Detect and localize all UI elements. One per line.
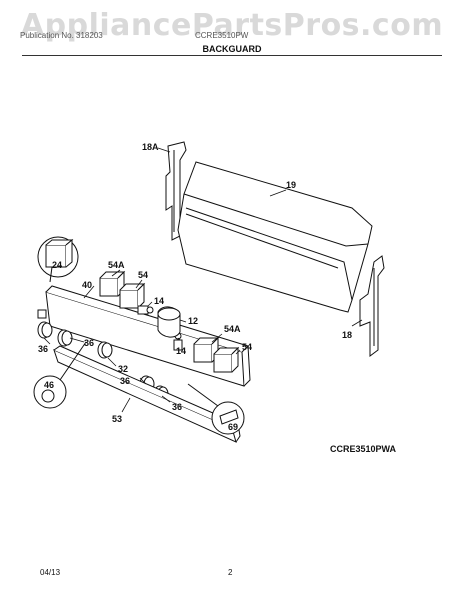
callout-36-low: 36 — [120, 376, 130, 386]
header-rule — [22, 55, 442, 56]
part-19-backguard-trim[interactable] — [177, 161, 373, 313]
callout-36-left: 36 — [38, 344, 48, 354]
part-46-knob-detail[interactable] — [33, 341, 87, 409]
callout-18: 18 — [342, 330, 352, 340]
model-code: CCRE3510PWA — [330, 444, 397, 454]
callout-14-bottom: 14 — [176, 346, 186, 356]
part-54a-bottom-switch[interactable] — [193, 336, 220, 363]
part-18a-side-bracket[interactable] — [165, 141, 187, 241]
part-54a-top-switch[interactable] — [99, 270, 126, 297]
callout-18a: 18A — [142, 142, 159, 152]
part-32-knob[interactable] — [97, 341, 113, 359]
callout-24: 24 — [52, 260, 62, 270]
header-model: CCRE3510PW — [195, 31, 249, 40]
publication-number: Publication No. 318203 — [20, 31, 103, 40]
watermark: AppliancePartsPros.com — [20, 8, 444, 43]
part-36-knob-left[interactable] — [37, 321, 53, 339]
callout-labels: 18A 19 24 54A 54 40 14 12 14 54A 54 18 3… — [38, 142, 352, 432]
part-54-top-switch[interactable] — [119, 282, 146, 309]
callout-53: 53 — [112, 414, 122, 424]
callout-12: 12 — [188, 316, 198, 326]
callout-32: 32 — [118, 364, 128, 374]
callout-36-mid: 36 — [84, 338, 94, 348]
part-18-side-bracket[interactable] — [359, 255, 385, 357]
footer-date: 04/13 — [40, 568, 61, 577]
callout-54a-bottom: 54A — [224, 324, 241, 334]
callout-54-bottom: 54 — [242, 342, 252, 352]
leader-lines — [43, 147, 363, 413]
callout-19: 19 — [286, 180, 296, 190]
callout-54a-top: 54A — [108, 260, 125, 270]
part-12-infinite-switch[interactable] — [157, 306, 181, 338]
callout-54-top: 54 — [138, 270, 148, 280]
section-title: BACKGUARD — [202, 44, 262, 54]
callout-36-right: 36 — [172, 402, 182, 412]
part-69-screw-detail[interactable] — [187, 383, 245, 435]
part-54-bottom-switch[interactable] — [213, 346, 240, 373]
callout-69: 69 — [228, 422, 238, 432]
callout-46: 46 — [44, 380, 54, 390]
callout-14-top: 14 — [154, 296, 164, 306]
callout-40: 40 — [82, 280, 92, 290]
part-14-lamp-top[interactable] — [137, 305, 154, 315]
footer-page-number: 2 — [228, 568, 233, 577]
part-24-switch[interactable] — [37, 236, 79, 319]
part-14-lamp-bottom[interactable] — [173, 332, 183, 351]
part-36-knob-mid[interactable] — [57, 329, 73, 347]
